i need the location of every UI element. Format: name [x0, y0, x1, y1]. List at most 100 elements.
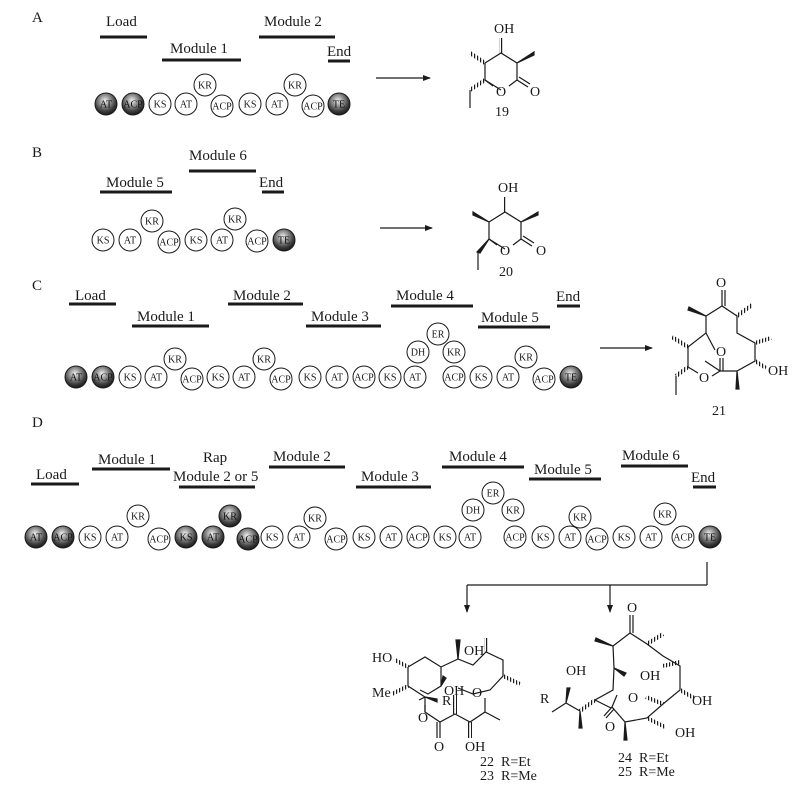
domain-at: AT	[64, 365, 88, 389]
domain-label: AT	[409, 373, 421, 384]
module-label: Rap	[203, 450, 227, 466]
domain-acp: ACP	[269, 367, 293, 391]
domain-label: AT	[645, 533, 657, 544]
domain-label: KS	[97, 236, 110, 247]
domain-label: ACP	[673, 533, 693, 544]
domain-acp: ACP	[157, 230, 181, 254]
domain-label: ACP	[53, 533, 73, 544]
domain-at: AT	[265, 92, 289, 116]
domain-kr: KR	[140, 209, 164, 233]
module-label: Module 5	[481, 310, 539, 326]
domain-ks: KS	[612, 525, 636, 549]
domain-at: AT	[105, 525, 129, 549]
domain-label: KS	[475, 373, 488, 384]
domain-acp: ACP	[585, 527, 609, 551]
domain-ks: KS	[206, 365, 230, 389]
module-bar-module-1: Module 1	[132, 309, 209, 328]
domain-label: AT	[150, 373, 162, 384]
domain-label: KS	[154, 100, 167, 111]
compound-caption: 24 R=Et	[618, 751, 669, 766]
domain-at: AT	[458, 525, 482, 549]
domain-label: ER	[487, 489, 500, 500]
panel-d: D Load Module 1 Rap Module 2 or 5 Module…	[24, 415, 722, 784]
module-bar-module-1: Module 1	[92, 452, 170, 471]
module-label: Load	[75, 288, 106, 304]
domain-kr: KR	[193, 73, 217, 97]
domain-label: AT	[180, 100, 192, 111]
domain-te: TE	[559, 365, 583, 389]
domain-acp: ACP	[210, 94, 234, 118]
domain-label: KS	[266, 533, 279, 544]
domain-at: AT	[118, 228, 142, 252]
domain-label: KS	[84, 533, 97, 544]
domain-label: AT	[238, 373, 250, 384]
domain-acp: ACP	[91, 365, 115, 389]
module-label: End	[691, 470, 716, 486]
domain-label: ACP	[408, 533, 428, 544]
domain-label: KR	[223, 512, 237, 523]
atom-label: O	[627, 601, 637, 616]
module-bar-module-3: Module 3	[306, 309, 381, 328]
atom-label: OH	[566, 664, 586, 679]
domain-label: AT	[293, 533, 305, 544]
domain-acp: ACP	[245, 229, 269, 253]
domain-acp: ACP	[51, 525, 75, 549]
structure-20	[472, 197, 539, 270]
domain-at: AT	[379, 525, 403, 549]
domain-kr: KR	[163, 347, 187, 371]
domain-at: AT	[94, 92, 118, 116]
module-bar-module-1: Module 1	[162, 41, 241, 62]
atom-label: O	[628, 691, 638, 706]
domain-at: AT	[144, 365, 168, 389]
domain-label: KR	[168, 355, 182, 366]
module-label: Module 5	[106, 175, 164, 191]
branch-connector	[464, 562, 708, 613]
atom-label: OH	[464, 644, 484, 659]
domain-label: ACP	[587, 535, 607, 546]
domain-label: ACP	[534, 375, 554, 386]
domain-ks: KS	[352, 525, 376, 549]
module-label: End	[556, 289, 581, 305]
module-bar-module-6: Module 6	[621, 448, 688, 468]
domain-te: TE	[272, 228, 296, 252]
module-bar-module-4: Module 4	[442, 449, 524, 469]
domain-ks: KS	[174, 525, 198, 549]
domain-label: AT	[30, 533, 42, 544]
module-label: Module 2 or 5	[173, 469, 258, 485]
module-label: Module 5	[534, 462, 592, 478]
domain-label: ACP	[182, 375, 202, 386]
atom-label: O	[716, 276, 726, 291]
domain-label: ACP	[238, 535, 258, 546]
domain-kr: KR	[303, 506, 327, 530]
compound-caption: 22 R=Et	[480, 755, 531, 770]
domain-label: ACP	[247, 237, 267, 248]
atom-label: OH	[768, 364, 788, 379]
module-bar-module-5: Module 5	[529, 462, 601, 481]
domain-at: AT	[639, 525, 663, 549]
domain-er: ER	[481, 481, 505, 505]
domain-at: AT	[496, 365, 520, 389]
domain-acp: ACP	[503, 525, 527, 549]
module-bar-load: Load	[69, 288, 116, 306]
structure-21	[670, 290, 772, 395]
panel-c: C Load Module 1 Module 2 Module 3 Module…	[32, 276, 788, 419]
atom-label: O	[418, 711, 428, 726]
domain-label: AT	[464, 533, 476, 544]
domain-ks: KS	[238, 92, 262, 116]
module-label: Module 4	[449, 449, 507, 465]
domain-at: AT	[403, 365, 427, 389]
atom-label: O	[500, 244, 510, 259]
atom-label: O	[536, 244, 546, 259]
domain-label: ER	[432, 330, 445, 341]
module-label: Load	[106, 14, 137, 30]
atom-label: R	[442, 694, 452, 709]
module-bar-rap-module-2-or-5: Rap Module 2 or 5	[173, 450, 258, 489]
domain-label: AT	[100, 100, 112, 111]
domain-label: KR	[506, 506, 520, 517]
domain-label: AT	[207, 533, 219, 544]
domain-label: KS	[618, 533, 631, 544]
atom-label: HO	[372, 651, 392, 666]
atom-label: O	[716, 345, 726, 360]
domain-label: TE	[565, 373, 577, 384]
